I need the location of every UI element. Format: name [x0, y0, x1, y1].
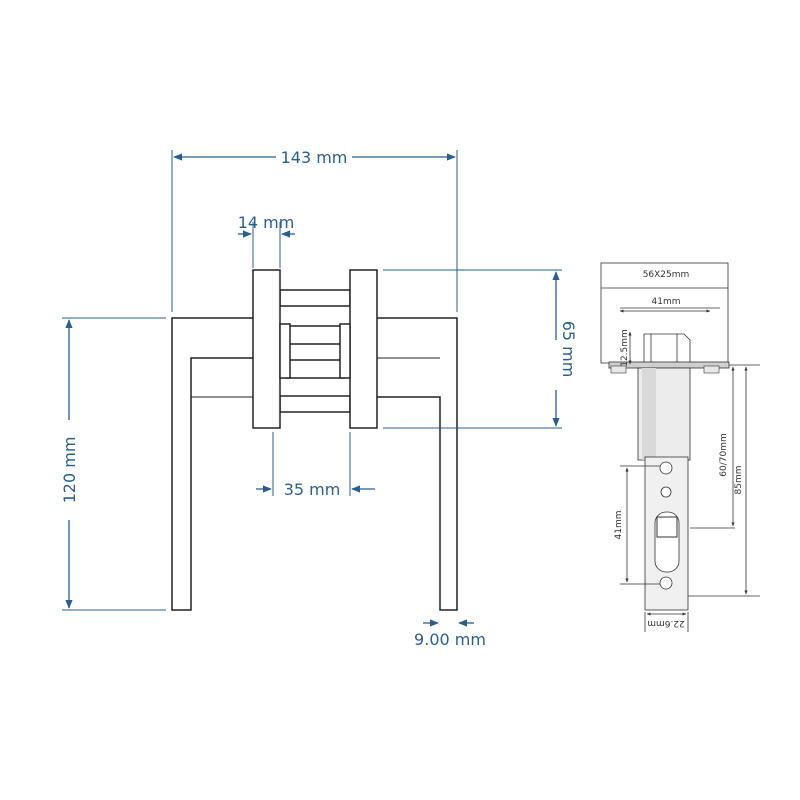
dimension-overall-height: 120 mm — [60, 317, 166, 611]
dimension-lever-thickness: 9.00 mm — [414, 619, 486, 649]
right-rose — [349, 269, 378, 429]
spindle-bar-low — [285, 359, 345, 379]
dim-56x25: 56X25mm — [643, 270, 690, 280]
left-lever — [171, 317, 267, 611]
left-rose-insert — [279, 323, 291, 379]
latch-hole-1 — [659, 461, 673, 475]
right-lever — [371, 317, 458, 611]
right-rose-insert — [339, 323, 351, 379]
dimension-rose-height: 65 mm — [383, 269, 578, 429]
dim-41-side: 41mm — [614, 511, 624, 540]
dimension-overall-width: 143 mm — [171, 148, 458, 312]
dim-41-top: 41mm — [652, 297, 681, 307]
dim-35: 35 mm — [284, 480, 341, 499]
spindle-bar-bottom — [279, 395, 351, 413]
left-rose — [252, 269, 281, 429]
latch-dim-body-width: 22.6mm — [644, 612, 689, 632]
latch-dim-face-depth: 12.5mm — [620, 329, 632, 367]
latch-dim-hole-spacing: 41mm — [614, 465, 660, 585]
handle-drawing — [171, 269, 458, 611]
dim-9: 9.00 mm — [414, 630, 486, 649]
latch-dim-total-length: 85mm — [688, 364, 760, 597]
dimension-rose-thickness: 14 mm — [238, 213, 295, 268]
dim-14: 14 mm — [238, 213, 295, 232]
latch-hole-2 — [660, 486, 672, 498]
spindle-bar-mid — [285, 325, 345, 345]
dim-120: 120 mm — [60, 437, 79, 504]
latch-drawing — [600, 262, 730, 611]
latch-hole-3 — [659, 576, 673, 590]
dim-12-5: 12.5mm — [620, 329, 630, 367]
spindle-bar-top — [279, 289, 351, 307]
dim-65: 65 mm — [559, 321, 578, 378]
latch-dim-face-width: 41mm — [619, 297, 711, 313]
dim-60-70: 60/70mm — [719, 433, 729, 476]
dim-143: 143 mm — [281, 148, 348, 167]
dim-85: 85mm — [734, 466, 744, 495]
dimension-spacing: 35 mm — [256, 432, 375, 499]
latch-square-hole — [656, 516, 678, 538]
latch-dim-backset: 60/70mm — [690, 366, 735, 529]
dim-22-6: 22.6mm — [647, 618, 685, 628]
latch-dim-faceplate: 56X25mm — [643, 270, 690, 280]
